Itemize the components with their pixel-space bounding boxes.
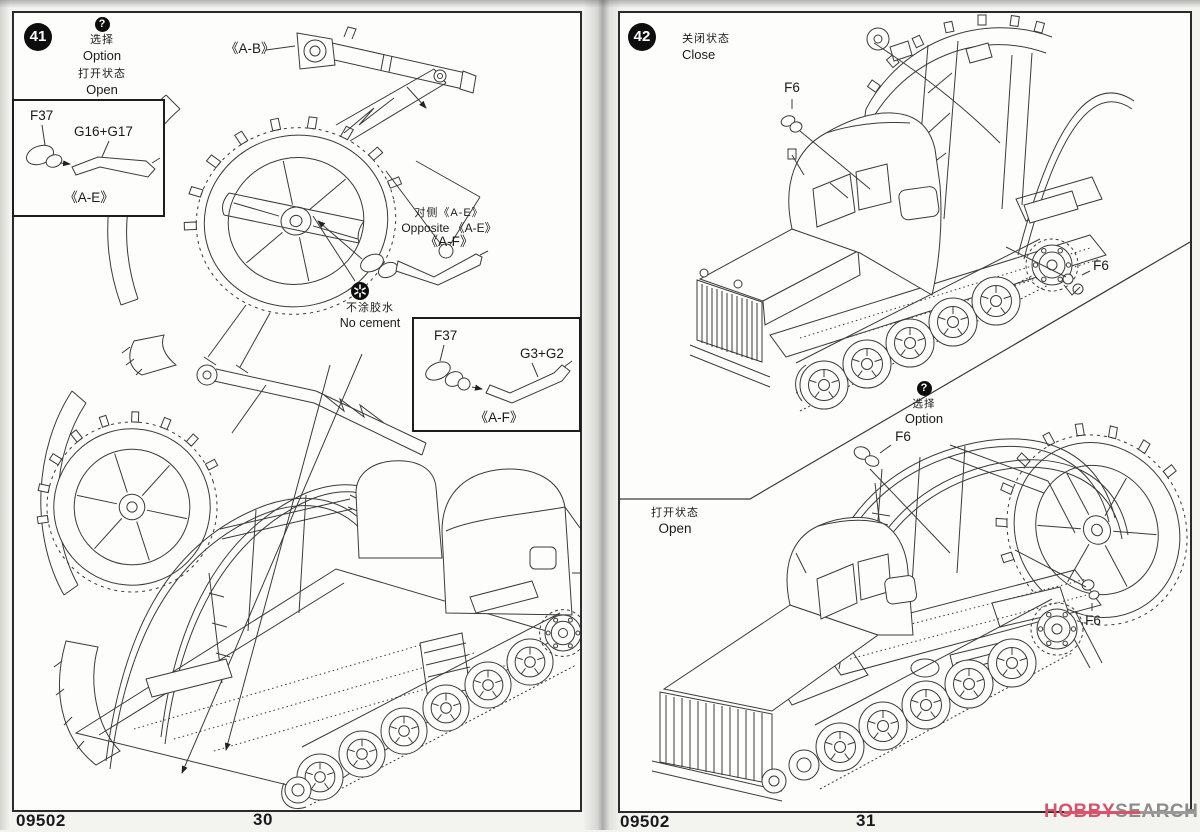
arm-af-drawing (317, 220, 488, 285)
option-note: ? 选择 Option (896, 381, 952, 427)
option-label-en: Option (82, 47, 122, 63)
opposite-note: 对侧《A-E》 Opposite 《A-E》 《A-F》 (392, 207, 506, 250)
open-state-label-en: Open (86, 82, 118, 98)
callout-f6-label: F6 (895, 429, 911, 444)
option-label-en: Option (904, 411, 944, 427)
callout-f6-label: F6 (784, 80, 800, 95)
option-label-zh: 选择 (90, 34, 114, 46)
part-f6-drawing (1015, 550, 1100, 611)
question-icon: ? (916, 381, 932, 396)
no-cement-note: 不涂胶水 No cement (310, 302, 430, 331)
callout-ab-label: 《A-B》 (225, 41, 275, 56)
callout-f6-label: F6 (1085, 613, 1101, 628)
scan-top-shadow (0, 0, 1200, 8)
page-fold-shadow (583, 0, 621, 830)
inset-ae-caption: 《A-E》 (64, 190, 114, 205)
open-state-label-zh: 打开状态 (651, 507, 699, 519)
hobby-search-watermark: HOBBY SEARCH (1040, 799, 1198, 825)
inset-box-af: F37 G3+G2 《A-F》 (412, 317, 581, 432)
kit-number-left: 09502 (16, 811, 66, 830)
close-state-note: 关闭状态 Close (682, 33, 752, 62)
inset-box-ae: F37 G16+G17 《A-E》 (12, 99, 165, 217)
open-state-label-en: Open (658, 520, 692, 536)
vehicle-closed-drawing (690, 15, 1134, 411)
inset-af-drawing (414, 319, 579, 430)
scan-left-shadow (0, 0, 10, 830)
close-state-label-zh: 关闭状态 (682, 33, 730, 45)
assembly-drawing-step41 (14, 13, 580, 810)
open-state-label-zh: 打开状态 (78, 68, 126, 81)
vehicle-open-drawing (14, 365, 580, 809)
part-f6-drawing (1006, 247, 1090, 295)
page-number-left: 30 (253, 810, 273, 829)
assembly-drawing-step42 (620, 13, 1190, 811)
part-label-g16-g17: G16+G17 (74, 124, 133, 139)
inset-ae-drawing (14, 101, 163, 215)
close-state-label-en: Close (682, 46, 716, 62)
part-label-f37: F37 (434, 328, 458, 343)
page-right: 42 关闭状态 Close ? 选择 Option 打开状态 Open F6 F… (618, 11, 1192, 813)
arm-ab-drawing (297, 27, 476, 109)
kit-number-right: 09502 (620, 812, 670, 831)
option-label-zh: 选择 (912, 398, 936, 410)
callout-f6-label: F6 (1093, 258, 1109, 273)
opposite-note-en: Opposite 《A-E》 (401, 220, 497, 235)
no-cement-zh: 不涂胶水 (346, 302, 394, 314)
watermark-strike-red (1064, 811, 1140, 814)
no-cement-en: No cement (339, 315, 401, 330)
part-label-g3-g2: G3+G2 (520, 346, 564, 361)
open-state-note: 打开状态 Open (642, 507, 708, 537)
part-f6-drawing (852, 445, 950, 553)
placement-line (224, 365, 330, 751)
opposite-note-variant: 《A-F》 (424, 234, 474, 250)
page-left: 41 ? 选择 Option 打开状态 Open 《A-B》 F37 G16+G… (12, 11, 582, 812)
section-divider-line (620, 242, 1190, 499)
no-cement-icon (351, 282, 369, 300)
step-number-badge: 41 (24, 23, 52, 51)
leader-line (266, 46, 295, 50)
watermark-strike-gray (1140, 811, 1196, 814)
placement-line (182, 354, 362, 774)
vehicle-open-drawing (652, 387, 1190, 801)
part-f6-drawing (780, 99, 870, 189)
page-number-right: 31 (856, 811, 876, 830)
opposite-note-zh: 对侧《A-E》 (414, 207, 484, 219)
leader-line (313, 216, 355, 281)
option-note: ? 选择 Option 打开状态 Open (67, 17, 137, 98)
step-number-badge: 42 (628, 23, 656, 51)
question-icon: ? (94, 17, 110, 32)
part-label-f37: F37 (30, 108, 54, 123)
inset-af-caption: 《A-F》 (474, 410, 524, 425)
